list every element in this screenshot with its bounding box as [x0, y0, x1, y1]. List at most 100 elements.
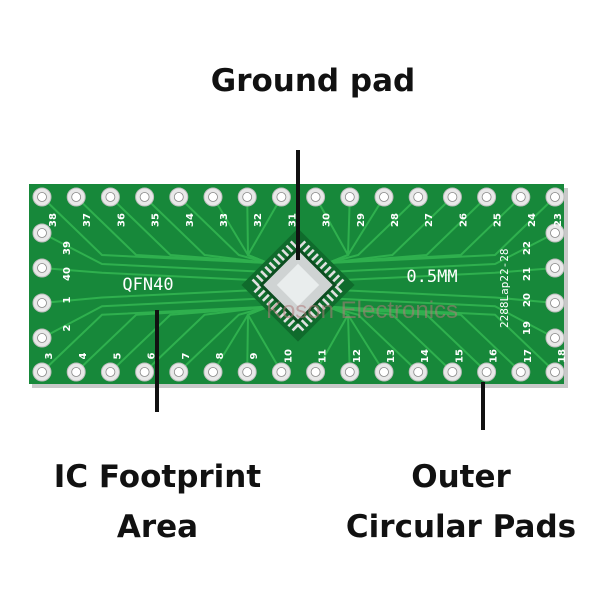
pin-number: 25 [493, 213, 504, 227]
qfn-pin-pad [266, 297, 275, 306]
pin-number: 12 [352, 349, 363, 363]
copper-traces [41, 196, 556, 373]
pad-hole [37, 228, 47, 238]
pad-hole [379, 192, 389, 202]
pad-hole [173, 367, 184, 377]
pin-number: 39 [62, 241, 73, 255]
qfn-pin-pad [313, 306, 322, 315]
pin-number: 21 [522, 267, 533, 281]
qfn-pin-pad [314, 257, 324, 266]
pad-hole [481, 367, 492, 377]
pad-hole [413, 367, 424, 377]
trace [327, 267, 556, 282]
pin-number: 37 [82, 213, 93, 227]
pad-hole [550, 228, 560, 238]
pin-number: 2 [62, 324, 73, 331]
pin-number: 34 [185, 213, 196, 227]
pad-hole [37, 298, 47, 308]
qfn-pin-pad [323, 265, 332, 275]
pad-hole [37, 192, 47, 202]
pin-number: 27 [424, 213, 435, 227]
pad-hole [550, 367, 560, 377]
trace [327, 288, 556, 304]
pin-number: 24 [527, 213, 538, 227]
pin-number: 33 [219, 213, 230, 227]
trace [109, 305, 269, 373]
pin-number: 16 [489, 349, 500, 363]
trace [109, 196, 269, 264]
ground-pad-pointer [296, 150, 300, 260]
pin-number: 7 [181, 352, 192, 359]
ic-footprint-pointer [155, 310, 159, 412]
qfn-pin-pad [304, 314, 313, 323]
trace [246, 196, 283, 264]
qfn-pin-pad [325, 293, 335, 302]
pin-number: 30 [322, 213, 333, 227]
trace [327, 196, 556, 264]
qfn-footprint [241, 228, 355, 342]
pin-number: 35 [151, 213, 162, 227]
pad-hole [515, 192, 526, 202]
pin-number: 29 [356, 213, 367, 227]
pin-number: 3 [44, 352, 55, 359]
qfn-pin-pad [330, 289, 339, 298]
trace [327, 305, 419, 373]
pin-number: 4 [78, 352, 89, 359]
pad-hole [71, 192, 82, 202]
trace [327, 196, 419, 264]
pad-hole [276, 367, 287, 377]
qfn-pin-pad [300, 318, 309, 328]
pin-number: 14 [420, 349, 431, 363]
qfn-pin-pad [321, 297, 330, 306]
pad-hole [481, 192, 492, 202]
pad-hole [242, 367, 253, 377]
pad-hole [37, 333, 47, 343]
pin-number: 23 [553, 213, 564, 227]
pin-number: 32 [253, 213, 264, 227]
qfn-pin-pad [257, 289, 266, 298]
qfn-pin-pad [255, 274, 265, 283]
pin-number: 9 [249, 352, 260, 359]
pin-number: 28 [390, 213, 401, 227]
qfn-pin-pad [302, 244, 311, 253]
qfn-pin-pad [268, 261, 277, 270]
qfn-pin-pad [270, 301, 279, 311]
pin-number: 38 [48, 213, 59, 227]
qfn-pin-pad [287, 318, 296, 328]
pin-number: 36 [116, 213, 127, 227]
qfn-pin-pad [253, 285, 262, 294]
trace [327, 297, 556, 339]
pad-hole [344, 367, 355, 377]
trace [41, 288, 269, 304]
trace [41, 232, 269, 273]
trace [327, 305, 556, 373]
pin-number: 20 [522, 293, 533, 307]
qfn-pin-pad [327, 270, 336, 279]
pad-hole [139, 192, 150, 202]
pin-number: 8 [215, 352, 226, 359]
pitch-label: 0.5MM [406, 267, 457, 287]
pad-hole [37, 263, 47, 273]
trace [143, 196, 269, 264]
qfn-pin-pad [306, 248, 315, 258]
trace [41, 297, 269, 339]
pad-hole [139, 367, 150, 377]
qfn-pin-pad [251, 278, 260, 287]
pad-hole [344, 192, 355, 202]
watermark: Koson Electronics [266, 297, 458, 324]
pad-hole [173, 192, 184, 202]
trace [178, 305, 269, 373]
pad-hole [208, 192, 218, 202]
pad-hole [550, 298, 560, 308]
outer-pads-label-line1: Outer [411, 459, 511, 495]
qfn-pin-pad [261, 293, 271, 302]
trace [178, 196, 269, 264]
trace [41, 267, 269, 282]
package-label: QFN40 [122, 275, 173, 295]
qfn-pin-pad [274, 306, 283, 315]
pad-hole [37, 367, 47, 377]
pin-number: 15 [454, 349, 465, 363]
trace [327, 232, 556, 273]
pin-number: 5 [112, 352, 123, 359]
